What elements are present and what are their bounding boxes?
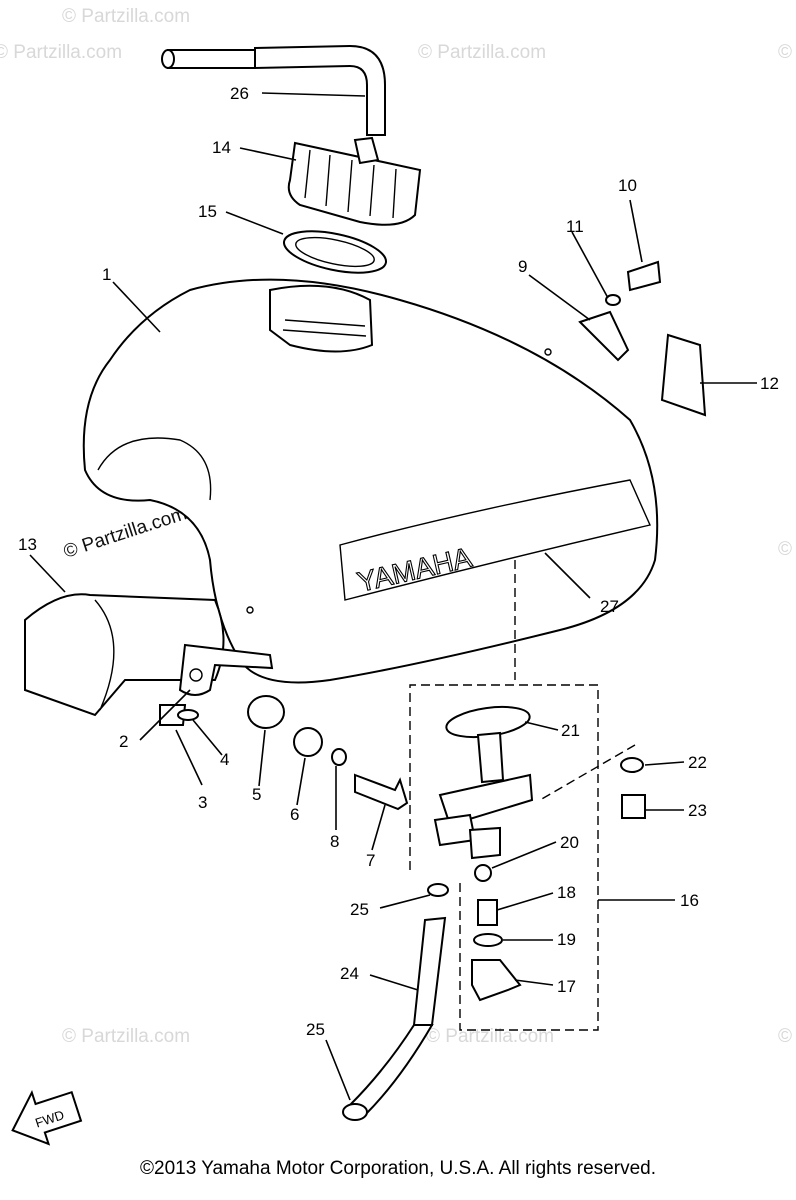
part-25-clip: [342, 1103, 368, 1121]
callout-22: 22: [688, 753, 707, 772]
fwd-arrow: FWD: [11, 1089, 83, 1146]
watermark: © Partzilla.com: [62, 1026, 190, 1047]
parts-22-23: [539, 744, 646, 819]
part-26-vent-hose: [161, 44, 386, 136]
callout-9: 9: [518, 257, 527, 276]
part-11-washer: [605, 294, 621, 306]
part-22-washer: [620, 757, 644, 773]
callout-8: 8: [330, 832, 339, 851]
watermark: © Partzilla.com: [778, 42, 796, 63]
callout-19: 19: [557, 930, 576, 949]
part-23-screw: [621, 794, 646, 819]
callout-2: 2: [119, 732, 128, 751]
part-17-lever: [471, 959, 522, 1002]
part-18-spring: [477, 899, 498, 926]
watermark: © Partzilla.com: [0, 42, 122, 63]
part-12-clip: [660, 333, 707, 417]
callout-23: 23: [688, 801, 707, 820]
callout-16: 16: [680, 891, 699, 910]
callout-1: 1: [102, 265, 111, 284]
callout-labels: 26 14 15 1 13 2 4 3 5 6 8 7 9 11 10 12 2…: [18, 84, 779, 1039]
callout-11: 11: [566, 217, 584, 236]
callout-4: 4: [220, 750, 229, 769]
watermark: © Partzilla.com: [778, 539, 796, 560]
callout-6: 6: [290, 805, 299, 824]
watermark: © Partzilla.com: [62, 6, 190, 27]
callout-25: 25: [350, 900, 369, 919]
callout-3: 3: [198, 793, 207, 812]
parts-24-25-fuel-line: [342, 883, 449, 1121]
part-7-bolt: [354, 773, 409, 811]
watermark: © Partzilla.com: [426, 1026, 554, 1047]
callout-17: 17: [557, 977, 576, 996]
callout-21: 21: [561, 721, 580, 740]
callout-15: 15: [198, 202, 217, 221]
part-4-washer: [177, 709, 199, 721]
part-3-bolt: [159, 704, 187, 726]
callout-7: 7: [366, 851, 375, 870]
callout-18: 18: [557, 883, 576, 902]
callout-26: 26: [230, 84, 249, 103]
part-20-screen: [474, 864, 492, 882]
callout-20: 20: [560, 833, 579, 852]
parts-9-to-12: [578, 260, 707, 417]
part-15-cap-gasket: [282, 230, 388, 274]
callout-14: 14: [212, 138, 231, 157]
part-6-collar: [293, 727, 323, 757]
watermark: © Partzilla.com: [418, 42, 546, 63]
mounting-hardware: [159, 695, 409, 811]
part-16-petcock-assembly: [409, 560, 599, 1031]
part-25-clip: [427, 883, 449, 897]
callout-5: 5: [252, 785, 261, 804]
part-13-frame-cover: [24, 593, 225, 717]
callout-24: 24: [340, 964, 359, 983]
part-2-bracket: [178, 643, 274, 696]
part-1-fuel-tank: YAMAHA: [82, 278, 659, 684]
callout-25: 25: [306, 1020, 325, 1039]
copyright-notice: ©2013 Yamaha Motor Corporation, U.S.A. A…: [140, 1158, 656, 1179]
part-10-bolt: [626, 260, 662, 292]
callout-27: 27: [600, 597, 619, 616]
fwd-arrow-icon: [11, 1089, 83, 1146]
part-24-fuel-hose: [412, 916, 447, 1026]
part-19-oring: [473, 933, 503, 947]
part-8-washer: [331, 748, 347, 766]
callout-10: 10: [618, 176, 637, 195]
leader-lines: [29, 92, 757, 1101]
callout-12: 12: [760, 374, 779, 393]
watermark: © Partzilla.com: [778, 1026, 796, 1047]
callout-13: 13: [18, 535, 37, 554]
part-9-bracket: [578, 310, 630, 362]
part-14-fuel-cap: [287, 136, 422, 226]
part-5-damper: [247, 695, 285, 729]
watermark: © Partzilla.com: [61, 503, 189, 563]
